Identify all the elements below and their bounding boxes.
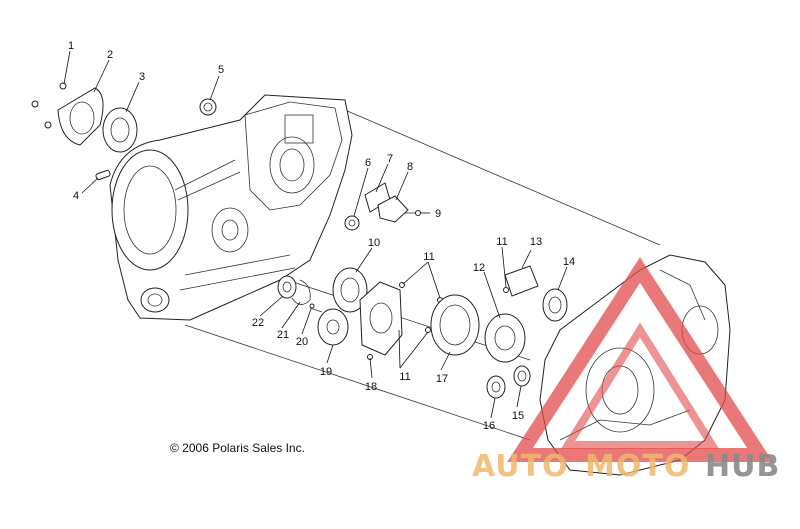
callout-20: 20 [296,336,308,348]
part-22-seal [277,275,297,299]
part-5-seal [199,98,217,116]
callout-1: 1 [68,40,74,52]
callout-6: 6 [365,157,371,169]
callout-13: 13 [530,236,542,248]
part-21-circlip [291,279,311,305]
callout-2: 2 [107,49,113,61]
callout-9: 9 [435,208,441,220]
part-13-plate [504,265,539,297]
callout-11-top: 11 [423,251,434,263]
part-10-bearing [332,267,368,313]
part-17-ring-plate [430,294,480,356]
part-15-seal [513,365,531,387]
callout-leader-lines [63,50,568,419]
part-18-cover-plate [359,281,403,356]
part-20-pin [309,303,323,313]
callout-4: 4 [73,190,79,202]
callout-5: 5 [218,64,224,76]
watermark-triangle-icon [507,257,773,462]
left-crankcase-half [109,94,353,321]
watermark-text-auto: AUTO [472,449,569,484]
callout-11-right: 11 [496,236,507,248]
callout-15: 15 [512,410,524,422]
part-19-washer [317,308,349,346]
callout-16: 16 [483,420,495,432]
watermark-logo: AUTO MOTO HUB [472,257,780,484]
copyright-notice: © 2006 Polaris Sales Inc. [170,441,305,455]
part-14-bearing [542,288,568,322]
part-12-bearing [484,313,526,363]
part-4-dowel-pin [95,169,111,181]
part-16-bushing [486,375,506,399]
callout-3: 3 [139,71,145,83]
callout-18: 18 [365,381,377,393]
part-1-screw [31,82,67,129]
part-2-retainer-plate [57,87,104,146]
part-3-bearing [102,107,138,153]
callout-19: 19 [320,366,332,378]
callout-17: 17 [436,373,448,385]
callout-12: 12 [473,262,485,274]
callout-14: 14 [563,256,575,268]
callout-22: 22 [252,317,264,329]
callout-numbers: 1 2 3 4 5 6 7 8 9 10 11 11 11 12 13 14 1… [68,40,575,432]
callout-7: 7 [387,153,393,165]
watermark-text-moto: MOTO [585,449,690,484]
callout-10: 10 [368,237,380,249]
callout-11-bottom: 11 [399,371,410,383]
callout-21: 21 [277,329,289,341]
part-8-bracket [377,195,409,223]
watermark-text-hub: HUB [705,449,780,484]
callout-8: 8 [407,161,413,173]
part-6-seal [344,215,360,231]
